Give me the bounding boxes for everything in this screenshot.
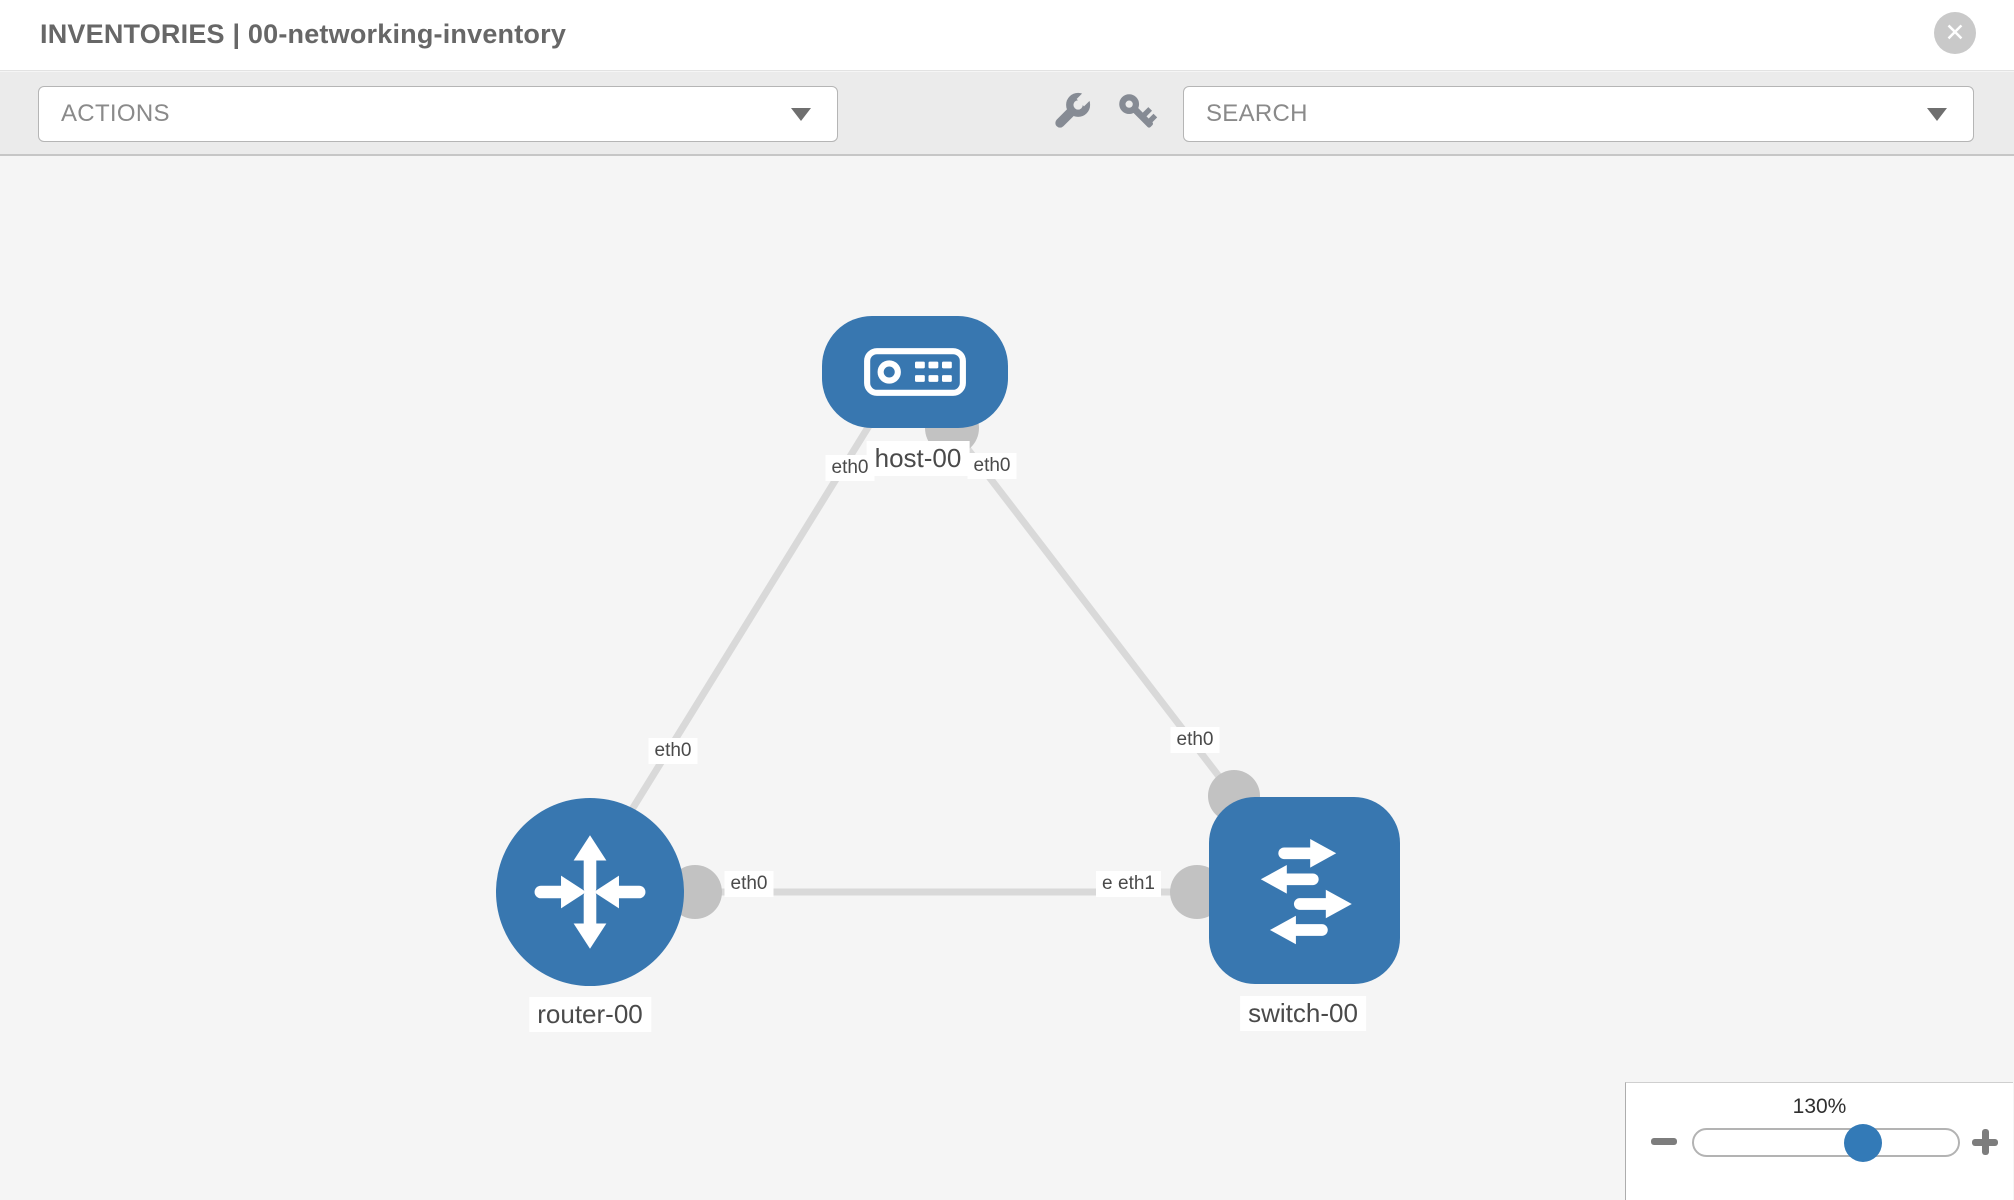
node-switch-00[interactable] [1209,797,1400,984]
actions-dropdown-label: ACTIONS [61,100,170,127]
node-label-router-00: router-00 [529,997,651,1032]
wrench-button[interactable] [1046,89,1094,137]
zoom-control-panel: 130% [1625,1082,2013,1200]
zoom-slider-track[interactable] [1692,1128,1960,1157]
plus-icon [1982,1129,1989,1155]
iface-label-host-to-switch: eth0 [967,453,1017,479]
search-dropdown-label: SEARCH [1206,100,1308,127]
edge-host-router[interactable] [599,406,883,860]
iface-label-router-to-switch: eth0 [724,871,774,897]
close-icon: ✕ [1944,19,1966,47]
zoom-out-button[interactable] [1651,1138,1677,1145]
iface-label-switch-to-router: eth1 [1112,871,1161,897]
iface-label-switch-to-host: eth0 [1170,727,1220,753]
router-icon [534,835,646,949]
chevron-down-icon [791,108,811,121]
node-host-00[interactable] [822,316,1008,428]
zoom-level-value: 130% [1792,1095,1847,1118]
host-icon [864,348,966,396]
node-label-switch-00: switch-00 [1240,996,1366,1031]
iface-label-router-to-host: eth0 [648,738,698,764]
node-router-00[interactable] [496,798,684,986]
search-dropdown[interactable]: SEARCH [1183,86,1974,142]
close-button[interactable]: ✕ [1934,12,1976,54]
iface-label-host-to-router: eth0 [825,455,875,481]
switch-icon [1260,838,1352,944]
chevron-down-icon [1927,108,1947,121]
key-icon [1119,94,1158,128]
node-label-host-00: host-00 [866,441,970,476]
wrench-icon [1055,91,1092,128]
toolbar: ACTIONS SEARC [0,72,2014,156]
zoom-in-button[interactable] [1972,1129,1998,1155]
topology-canvas[interactable]: host-00 router-00 switch-00 eth0 eth0 et… [0,156,2014,1200]
zoom-slider-thumb[interactable] [1844,1124,1882,1162]
actions-dropdown[interactable]: ACTIONS [38,86,838,142]
header-bar: INVENTORIES | 00-networking-inventory ✕ [0,0,2014,71]
page-title: INVENTORIES | 00-networking-inventory [40,19,567,49]
topology-edges-layer [599,401,1290,919]
key-button[interactable] [1114,89,1162,137]
